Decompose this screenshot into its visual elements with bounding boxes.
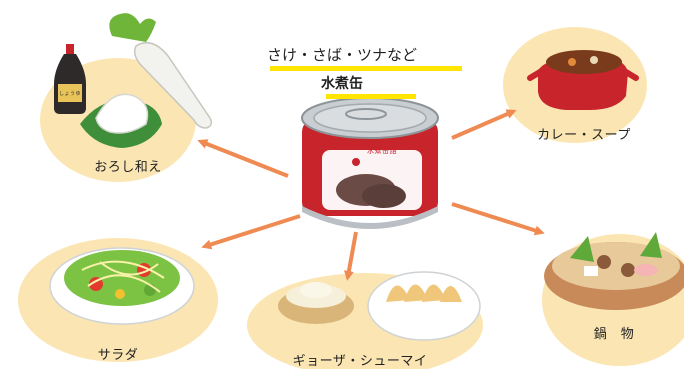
hot-pot-illustration: [544, 232, 684, 310]
title-line1-highlight: [270, 66, 462, 71]
canned-fish-illustration: [301, 97, 439, 229]
title-line2-highlight: [326, 94, 416, 99]
label-oroshi: おろし和え: [94, 160, 162, 175]
daikon-radish-illustration: [109, 13, 213, 129]
can-label-text: 水煮缶詰: [367, 147, 397, 155]
label-gyoza: ギョーザ・シューマイ: [292, 354, 428, 369]
salad-illustration: [49, 247, 195, 325]
arrows: [197, 109, 545, 281]
title-line1: さけ・さば・ツナなど: [266, 46, 418, 64]
shumai-steamer-illustration: [278, 282, 354, 324]
gyoza-plate-illustration: [367, 271, 481, 341]
arrow-to-gyoza: [343, 231, 358, 281]
arrow-to-nabe: [451, 202, 545, 236]
label-salad: サラダ: [97, 348, 139, 363]
label-curry: カレー・スープ: [537, 128, 631, 143]
arrow-to-salad: [201, 214, 301, 250]
soy-label-text: しょうゆ: [58, 91, 82, 97]
shiso-leaf-illustration: [80, 93, 162, 148]
soy-sauce-bottle-illustration: [54, 44, 86, 114]
arrow-to-curry: [451, 109, 517, 140]
curry-pot-illustration: [527, 50, 639, 110]
arrow-to-oroshi: [197, 139, 289, 178]
label-nabe: 鍋 物: [593, 327, 635, 342]
title-line2: 水煮缶: [321, 76, 363, 92]
